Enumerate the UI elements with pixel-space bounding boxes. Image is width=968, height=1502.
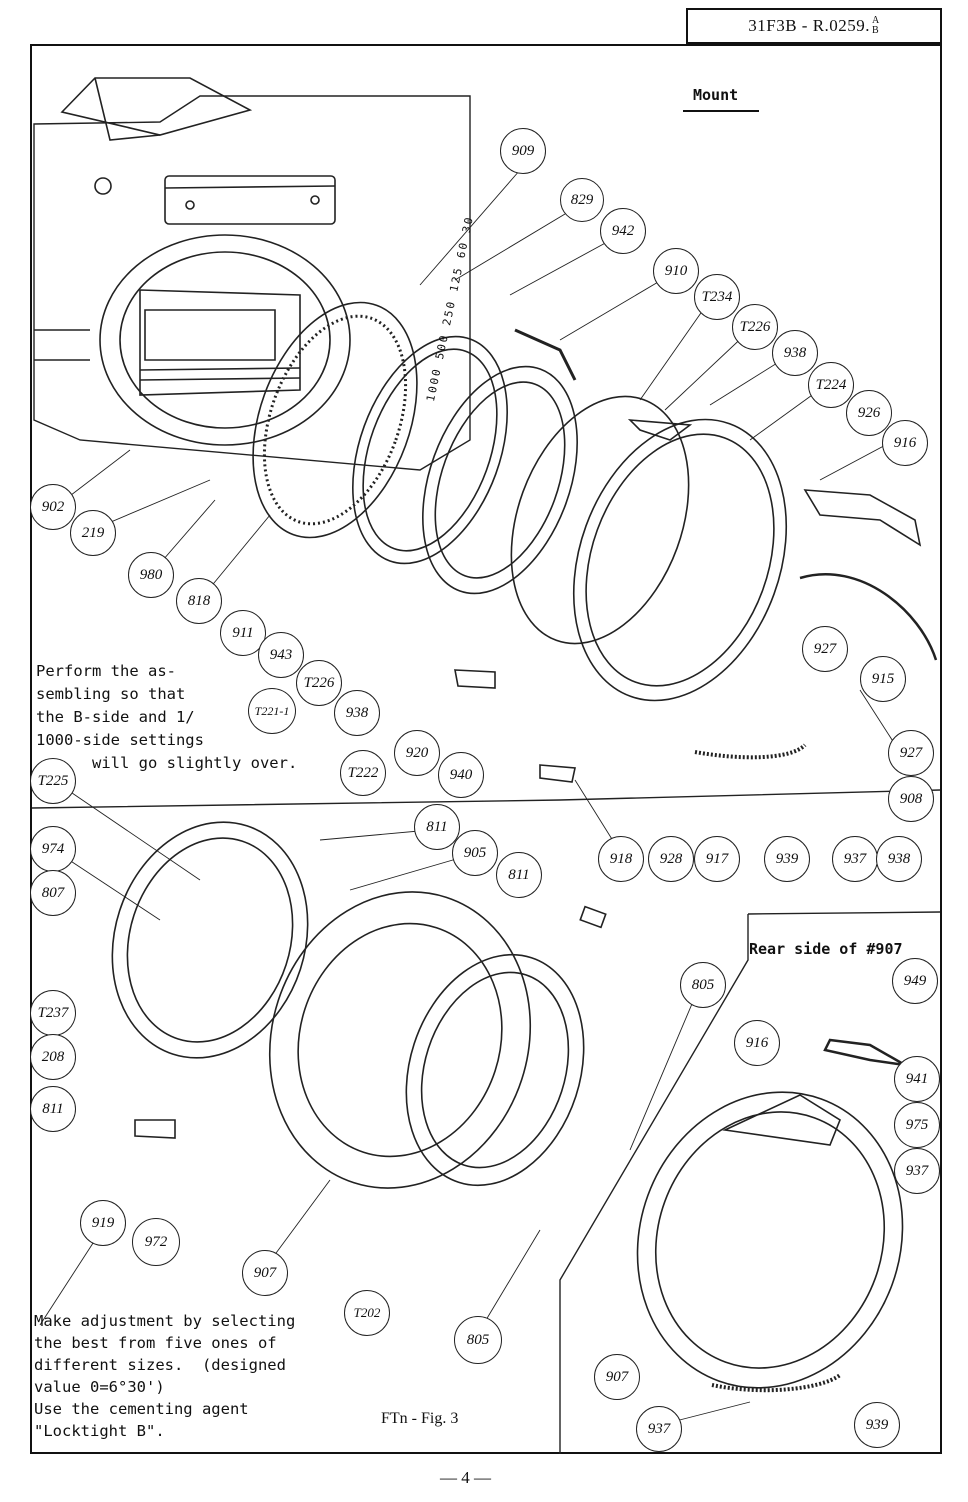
callout-940: 940 xyxy=(438,752,484,798)
page-id-code: 31F3B - R.0259. xyxy=(748,16,871,35)
lower-ring-stack xyxy=(111,821,607,1189)
callout-T234: T234 xyxy=(694,274,740,320)
callout-975: 975 xyxy=(894,1102,940,1148)
callout-811-b: 811 xyxy=(496,852,542,898)
callout-807: 807 xyxy=(30,870,76,916)
callout-T224: T224 xyxy=(808,362,854,408)
page-id-box: 31F3B - R.0259. A B xyxy=(686,8,942,44)
callout-T225: T225 xyxy=(30,758,76,804)
callout-T221-1: T221-1 xyxy=(248,688,296,734)
callout-938-b: 938 xyxy=(334,690,380,736)
callout-938-a: 938 xyxy=(772,330,818,376)
callout-943: 943 xyxy=(258,632,304,678)
page-number: — 4 — xyxy=(440,1468,491,1487)
callout-915: 915 xyxy=(860,656,906,702)
callout-805-b: 805 xyxy=(454,1316,502,1364)
callout-T222: T222 xyxy=(340,750,386,796)
callout-928: 928 xyxy=(648,836,694,882)
callout-926: 926 xyxy=(846,390,892,436)
callout-907-b: 907 xyxy=(594,1354,640,1400)
callout-937-c: 937 xyxy=(636,1406,682,1452)
callout-805-a: 805 xyxy=(680,962,726,1008)
callout-910: 910 xyxy=(653,248,699,294)
callout-919: 919 xyxy=(80,1200,126,1246)
callout-916-a: 916 xyxy=(882,420,928,466)
callout-939-b: 939 xyxy=(854,1402,900,1448)
callout-818: 818 xyxy=(176,578,222,624)
callout-908: 908 xyxy=(888,776,934,822)
callout-927-a: 927 xyxy=(802,626,848,672)
inset-title: Rear side of #907 xyxy=(749,940,903,958)
callout-829: 829 xyxy=(560,178,604,222)
callout-905: 905 xyxy=(452,830,498,876)
callout-T226-b: T226 xyxy=(296,660,342,706)
callout-939-a: 939 xyxy=(764,836,810,882)
callout-902: 902 xyxy=(30,484,76,530)
adjustment-note: Make adjustment by selecting the best fr… xyxy=(34,1312,296,1440)
callout-T202: T202 xyxy=(344,1290,390,1336)
camera-body xyxy=(33,77,471,471)
section-title: Mount xyxy=(693,86,739,104)
upper-ring-stack xyxy=(252,301,938,783)
callout-980: 980 xyxy=(128,552,174,598)
callout-811-a: 811 xyxy=(414,804,460,850)
callout-219: 219 xyxy=(70,510,116,556)
callout-938-c: 938 xyxy=(876,836,922,882)
callout-920: 920 xyxy=(394,730,440,776)
callout-937-a: 937 xyxy=(832,836,878,882)
callout-942: 942 xyxy=(600,208,646,254)
callout-T237: T237 xyxy=(30,990,76,1036)
callout-941: 941 xyxy=(894,1056,940,1102)
callout-907-a: 907 xyxy=(242,1250,288,1296)
callout-917: 917 xyxy=(694,836,740,882)
callout-T226-a: T226 xyxy=(732,304,778,350)
callout-811-c: 811 xyxy=(30,1086,76,1132)
callout-937-b: 937 xyxy=(894,1148,940,1194)
page-id-fraction: A B xyxy=(872,15,880,36)
assembly-note: Perform the as- sembling so that the B-s… xyxy=(36,662,298,772)
callout-972: 972 xyxy=(132,1218,180,1266)
leader-lines xyxy=(39,169,906,1426)
diagram-frame xyxy=(30,44,942,1454)
callout-927-b: 927 xyxy=(888,730,934,776)
title-underline xyxy=(683,110,759,112)
callout-974: 974 xyxy=(30,826,76,872)
figure-caption: FTn - Fig. 3 xyxy=(381,1410,459,1427)
callout-949: 949 xyxy=(892,958,938,1004)
callout-918: 918 xyxy=(598,836,644,882)
callout-909: 909 xyxy=(500,128,546,174)
callout-208: 208 xyxy=(30,1034,76,1080)
callout-916-b: 916 xyxy=(734,1020,780,1066)
rear-side-inset xyxy=(559,911,941,1454)
